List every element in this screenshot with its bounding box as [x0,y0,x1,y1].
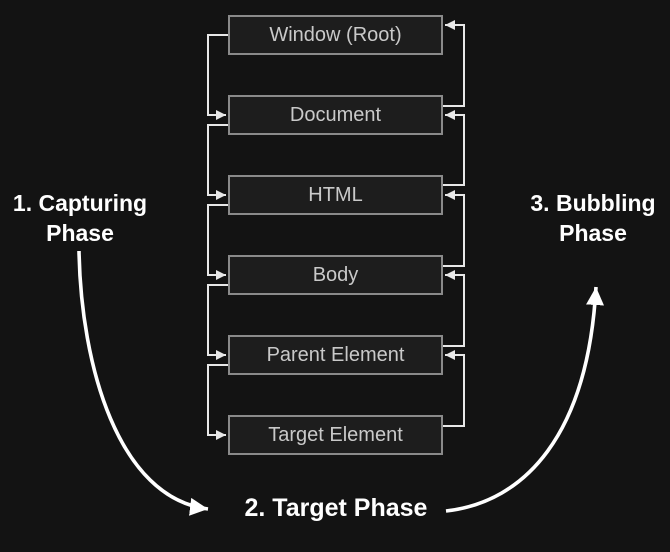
capturing-phase-label: 1. Capturing Phase [0,188,160,248]
bubbling-connector-2 [443,110,465,186]
bubbling-phase-label-line1: 3. Bubbling [530,190,656,216]
node-target-element: Target Element [228,415,443,455]
capturing-connector-1 [207,34,228,120]
capturing-phase-label-line2: Phase [46,220,114,246]
bubbling-phase-label: 3. Bubbling Phase [516,188,670,248]
target-phase-label: 2. Target Phase [244,494,428,522]
capturing-connector-3 [207,204,228,280]
bubbling-phase-label-line2: Phase [559,220,627,246]
bubbling-connector-4 [443,270,465,347]
node-document: Document [228,95,443,135]
node-parent-element: Parent Element [228,335,443,375]
capturing-connector-4 [207,284,228,360]
bubbling-connector-3 [443,190,465,267]
capturing-connector-2 [207,124,228,200]
node-window-root: Window (Root) [228,15,443,55]
node-body: Body [228,255,443,295]
bubbling-connector-5 [443,350,465,427]
node-html: HTML [228,175,443,215]
capturing-phase-label-line1: 1. Capturing [12,190,148,216]
capturing-connector-5 [207,364,228,440]
capturing-phase-arrow [77,250,209,516]
bubbling-phase-arrow [445,286,605,513]
bubbling-connector-1 [443,20,465,107]
